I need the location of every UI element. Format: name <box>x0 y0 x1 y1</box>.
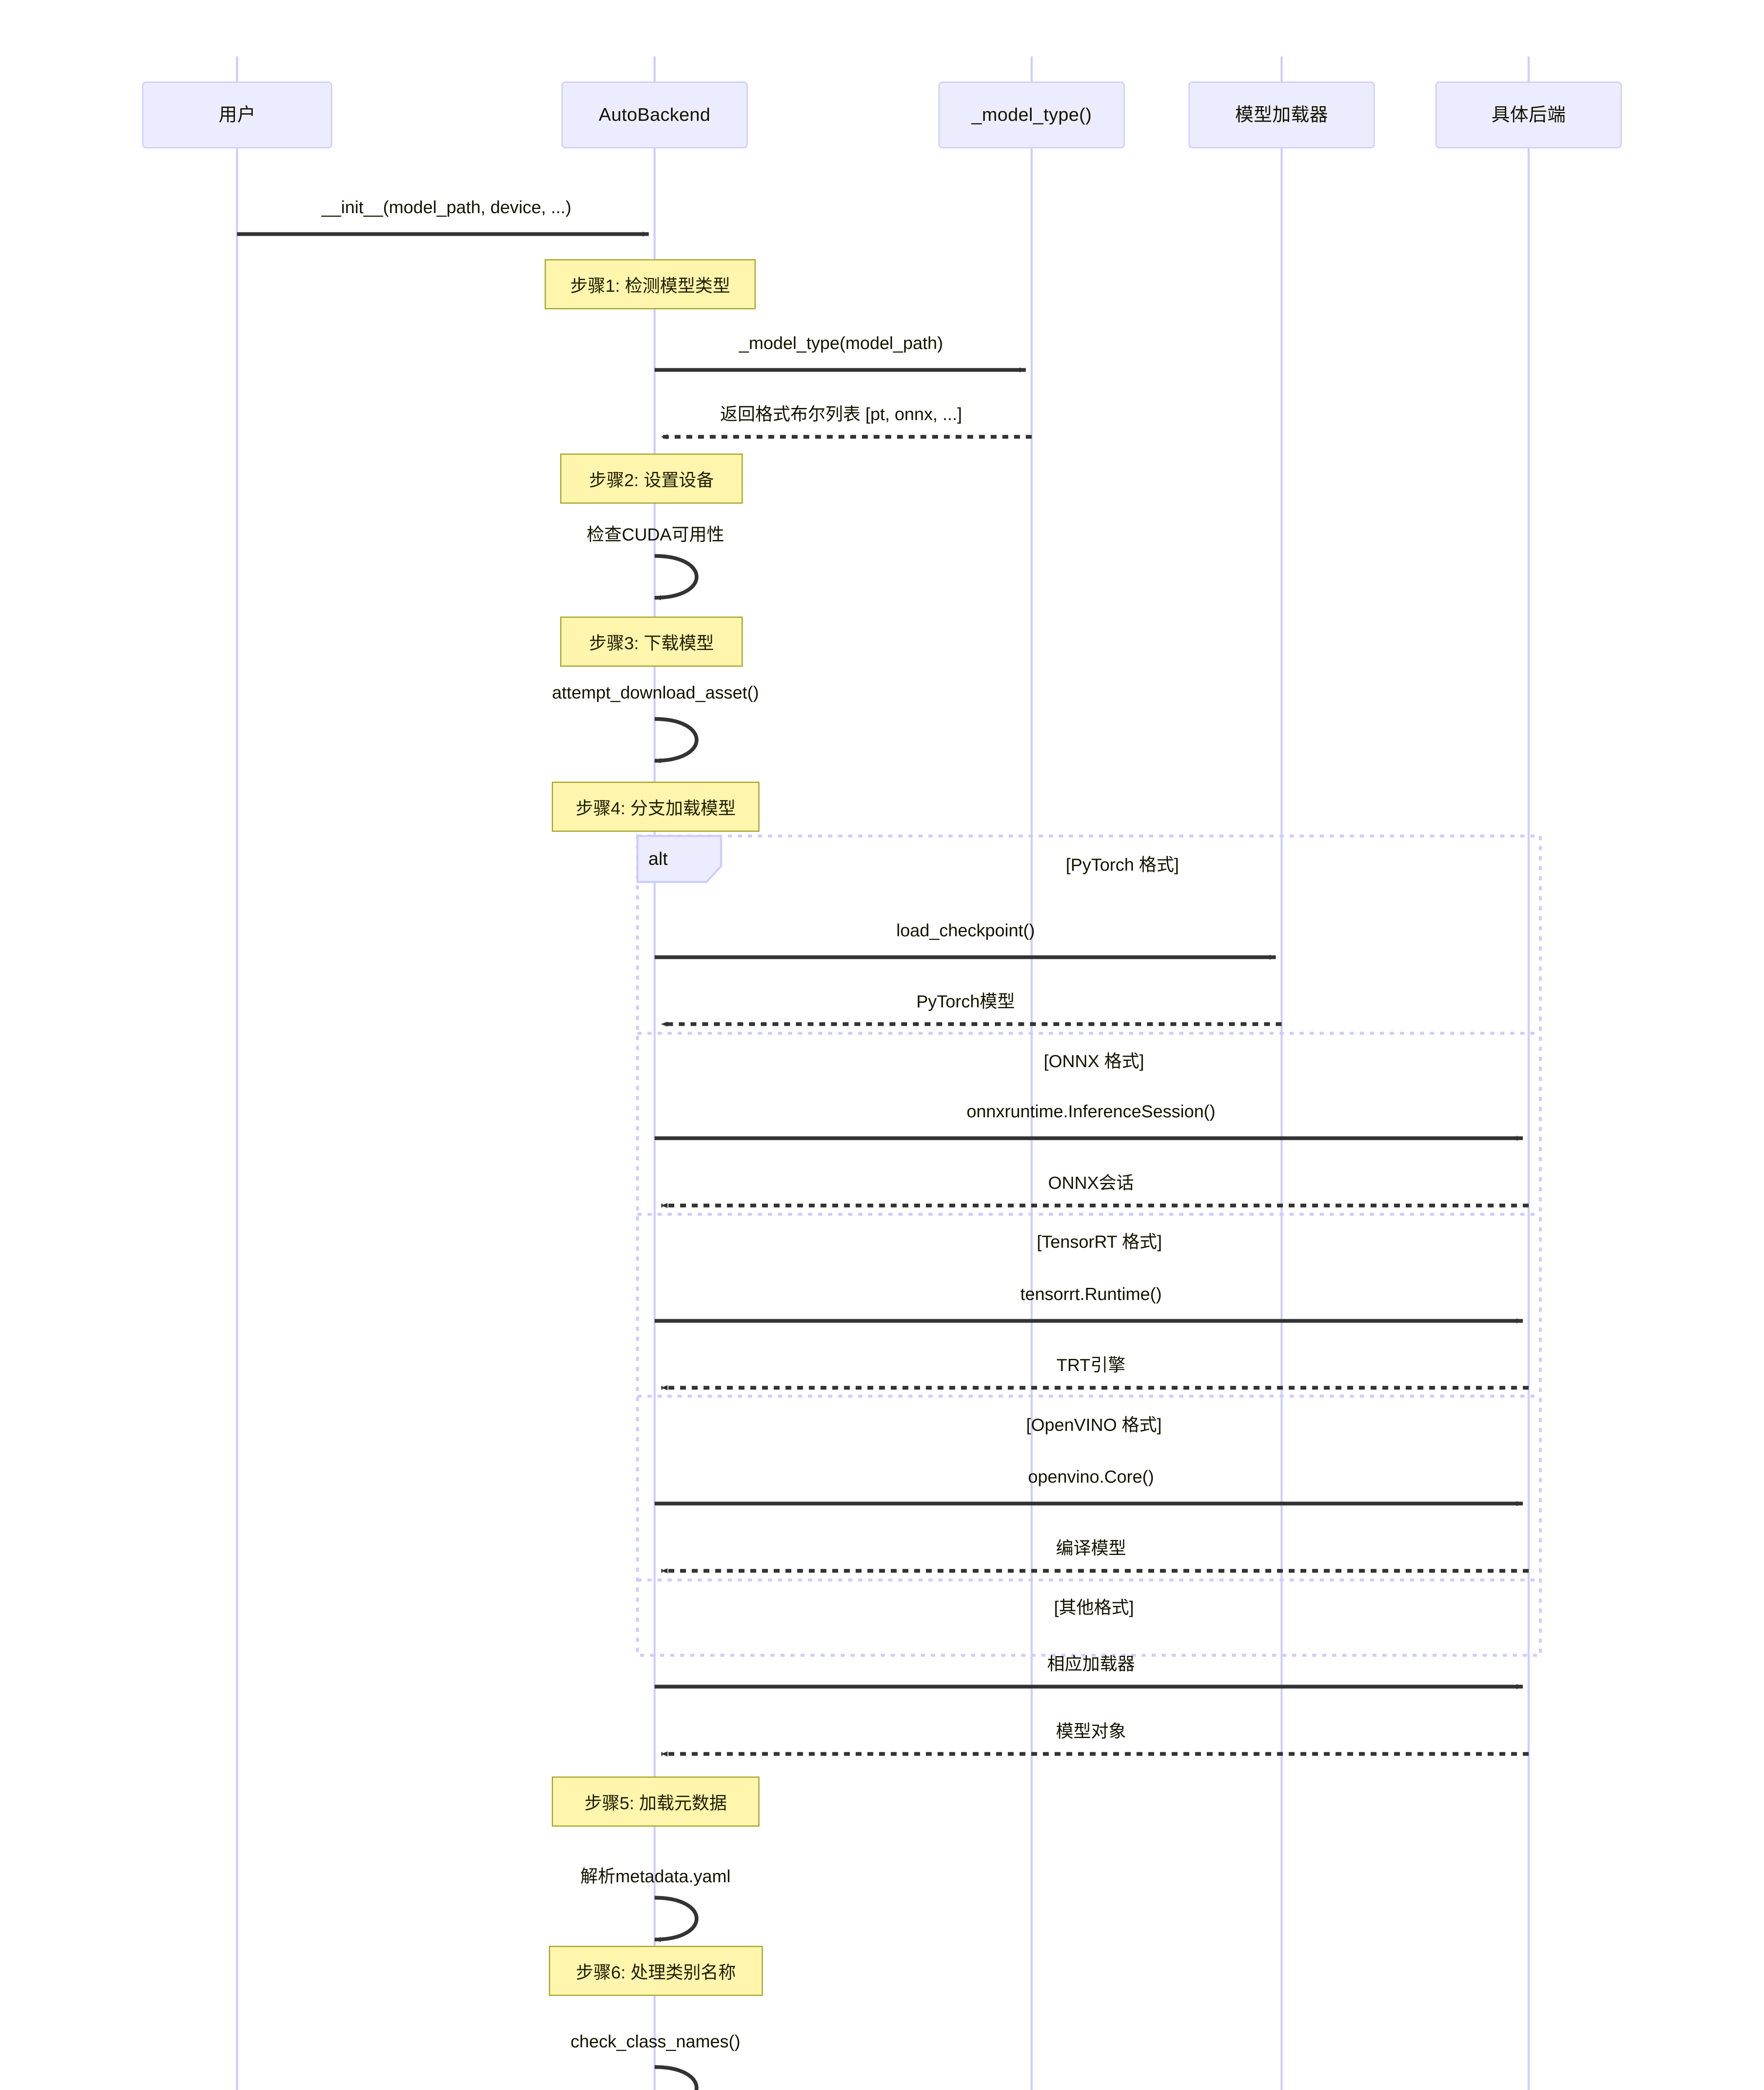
alt-condition-pytorch: [PyTorch 格式] <box>1066 855 1179 874</box>
alt-frame <box>636 834 1542 1657</box>
message-label-check-class-names: check_class_names() <box>570 2031 741 2051</box>
message-label-attempt-download: attempt_download_asset() <box>552 683 759 702</box>
participant-label: 模型加载器 <box>1235 104 1328 125</box>
note-step-2: 步骤2: 设置设备 <box>560 454 743 504</box>
participant-box-user[interactable]: 用户 <box>142 82 332 148</box>
message-label-check-cuda: 检查CUDA可用性 <box>586 525 724 544</box>
message-arrows <box>237 232 1529 2090</box>
message-label-onnxruntime-session: onnxruntime.InferenceSession() <box>966 1101 1216 1121</box>
note-label: 步骤4: 分支加载模型 <box>576 798 736 818</box>
note-step-1: 步骤1: 检测模型类型 <box>545 259 756 309</box>
note-step-4: 步骤4: 分支加载模型 <box>552 782 760 832</box>
participant-label: _model_type() <box>971 104 1092 125</box>
alt-keyword-tab <box>636 835 722 883</box>
participant-box-model-loader[interactable]: 模型加载器 <box>1188 82 1375 148</box>
message-label-bool-list-return: 返回格式布尔列表 [pt, onnx, ...] <box>720 404 962 424</box>
note-label: 步骤6: 处理类别名称 <box>576 1962 736 1982</box>
message-label-onnx-session-return: ONNX会话 <box>1048 1173 1134 1193</box>
alt-dividers <box>637 1032 1540 1582</box>
participant-label: AutoBackend <box>599 104 711 125</box>
note-step-5: 步骤5: 加载元数据 <box>552 1776 760 1827</box>
participant-box-concrete-backend[interactable]: 具体后端 <box>1435 82 1622 148</box>
note-step-6: 步骤6: 处理类别名称 <box>549 1946 763 1996</box>
alt-condition-tensorrt: [TensorRT 格式] <box>1037 1232 1162 1251</box>
message-label-model-object-return: 模型对象 <box>1055 1721 1127 1741</box>
note-label: 步骤2: 设置设备 <box>589 470 714 490</box>
message-label-openvino-core: openvino.Core() <box>1028 1467 1154 1486</box>
alt-condition-onnx: [ONNX 格式] <box>1043 1051 1145 1071</box>
message-label-model-type-call: _model_type(model_path) <box>739 333 943 353</box>
message-label-init: __init__(model_path, device, ...) <box>321 197 571 217</box>
alt-keyword-label: alt <box>637 836 721 882</box>
participant-box-backend[interactable]: AutoBackend <box>561 82 748 148</box>
note-label: 步骤3: 下载模型 <box>589 633 714 653</box>
alt-keyword-text: alt <box>648 849 668 869</box>
participant-label: 具体后端 <box>1491 104 1566 125</box>
message-label-corresponding-loader: 相应加载器 <box>1047 1654 1135 1674</box>
message-label-parse-metadata: 解析metadata.yaml <box>580 1866 731 1886</box>
participant-box-model-type[interactable]: _model_type() <box>938 82 1125 148</box>
lifelines <box>236 56 1530 2090</box>
note-step-3: 步骤3: 下载模型 <box>560 617 743 667</box>
alt-condition-other: [其他格式] <box>1054 1598 1134 1617</box>
message-label-load-checkpoint: load_checkpoint() <box>896 920 1035 940</box>
message-label-trt-engine-return: TRT引擎 <box>1056 1355 1126 1375</box>
note-label: 步骤5: 加载元数据 <box>584 1793 727 1813</box>
participant-label: 用户 <box>219 104 256 125</box>
alt-condition-openvino: [OpenVINO 格式] <box>1026 1415 1162 1435</box>
message-label-tensorrt-runtime: tensorrt.Runtime() <box>1020 1284 1162 1304</box>
note-label: 步骤1: 检测模型类型 <box>570 275 730 296</box>
message-label-pytorch-model: PyTorch模型 <box>916 991 1015 1011</box>
message-label-compiled-model-return: 编译模型 <box>1055 1538 1127 1558</box>
